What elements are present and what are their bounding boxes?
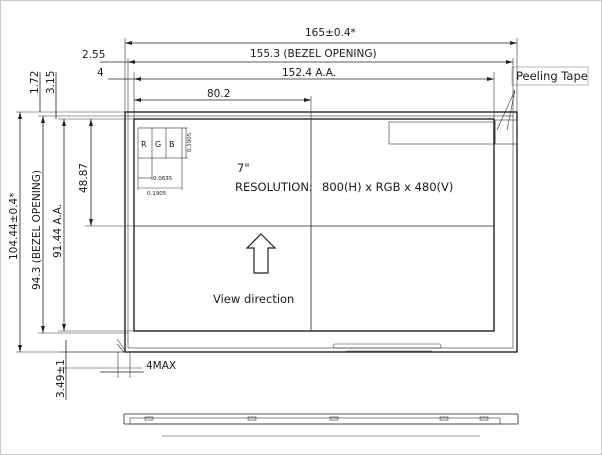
arrowhead: [506, 60, 513, 64]
dim-4max: 4MAX: [146, 360, 176, 372]
display-size: 7": [237, 161, 250, 175]
arrowhead: [62, 119, 66, 126]
dim-top-outer: 1.72: [29, 71, 41, 94]
dim-overall-width: 165±0.4*: [305, 27, 356, 39]
subpixel-b: B: [169, 140, 175, 149]
dim-thickness: 3.49±1: [55, 359, 67, 398]
dim-bezel-height: 94.3 (BEZEL OPENING): [31, 170, 43, 290]
arrowhead: [41, 326, 45, 333]
pixel-detail-box: [137, 127, 183, 159]
outer-module-outline: [124, 111, 518, 353]
dim-pitch-v: 0.1905: [187, 132, 193, 152]
arrowhead: [89, 219, 93, 226]
arrowhead: [41, 116, 45, 123]
peeling-tape-leader-2: [506, 89, 516, 131]
peeling-tape-callout: [511, 66, 589, 86]
dim-center-offset: 80.2: [207, 88, 230, 100]
dim-overall-height: 104.44±0.4*: [8, 193, 20, 261]
resolution-value: 800(H) x RGB x 480(V): [322, 180, 453, 194]
arrowhead: [18, 345, 22, 352]
corner-chamfer-2: [116, 343, 125, 353]
dim-subpitch: 0.0635: [153, 176, 173, 182]
dim-bezel-width: 155.3 (BEZEL OPENING): [250, 48, 377, 60]
dim-pitch-h: 0.1905: [147, 191, 167, 197]
arrowhead: [487, 77, 494, 81]
view-direction-label: View direction: [213, 292, 294, 306]
active-area-outline: [133, 118, 495, 332]
arrowhead: [134, 98, 141, 102]
subpixel-g: G: [155, 140, 161, 149]
dim-top-inner: 3.15: [45, 71, 57, 94]
arrowhead: [304, 98, 311, 102]
bezel-outline: [127, 115, 514, 349]
dim-left-inner: 4: [97, 67, 104, 79]
arrowhead: [62, 324, 66, 331]
arrowhead: [89, 119, 93, 126]
peeling-tape-label: Peeling Tape: [516, 69, 588, 83]
arrowhead: [134, 77, 141, 81]
peeling-tape-leader: [496, 89, 516, 131]
up-arrow-icon: [245, 233, 277, 274]
arrowhead: [510, 41, 517, 45]
peeling-tape-tab: [494, 119, 518, 145]
dim-left-outer: 2.55: [82, 49, 105, 61]
dim-aa-width: 152.4 A.A.: [282, 67, 336, 79]
subpixel-r: R: [141, 140, 147, 149]
dim-aa-height: 91.44 A.A.: [52, 204, 64, 258]
side-view: [123, 413, 519, 437]
arrowhead: [18, 112, 22, 119]
corner-chamfer: [116, 338, 126, 351]
resolution-label: RESOLUTION:: [235, 180, 313, 194]
fpc-slot: [332, 343, 442, 349]
arrowhead: [128, 60, 135, 64]
dim-center-height: 48.87: [78, 163, 90, 193]
peeling-tape-area: [388, 121, 496, 145]
arrowhead: [125, 41, 132, 45]
